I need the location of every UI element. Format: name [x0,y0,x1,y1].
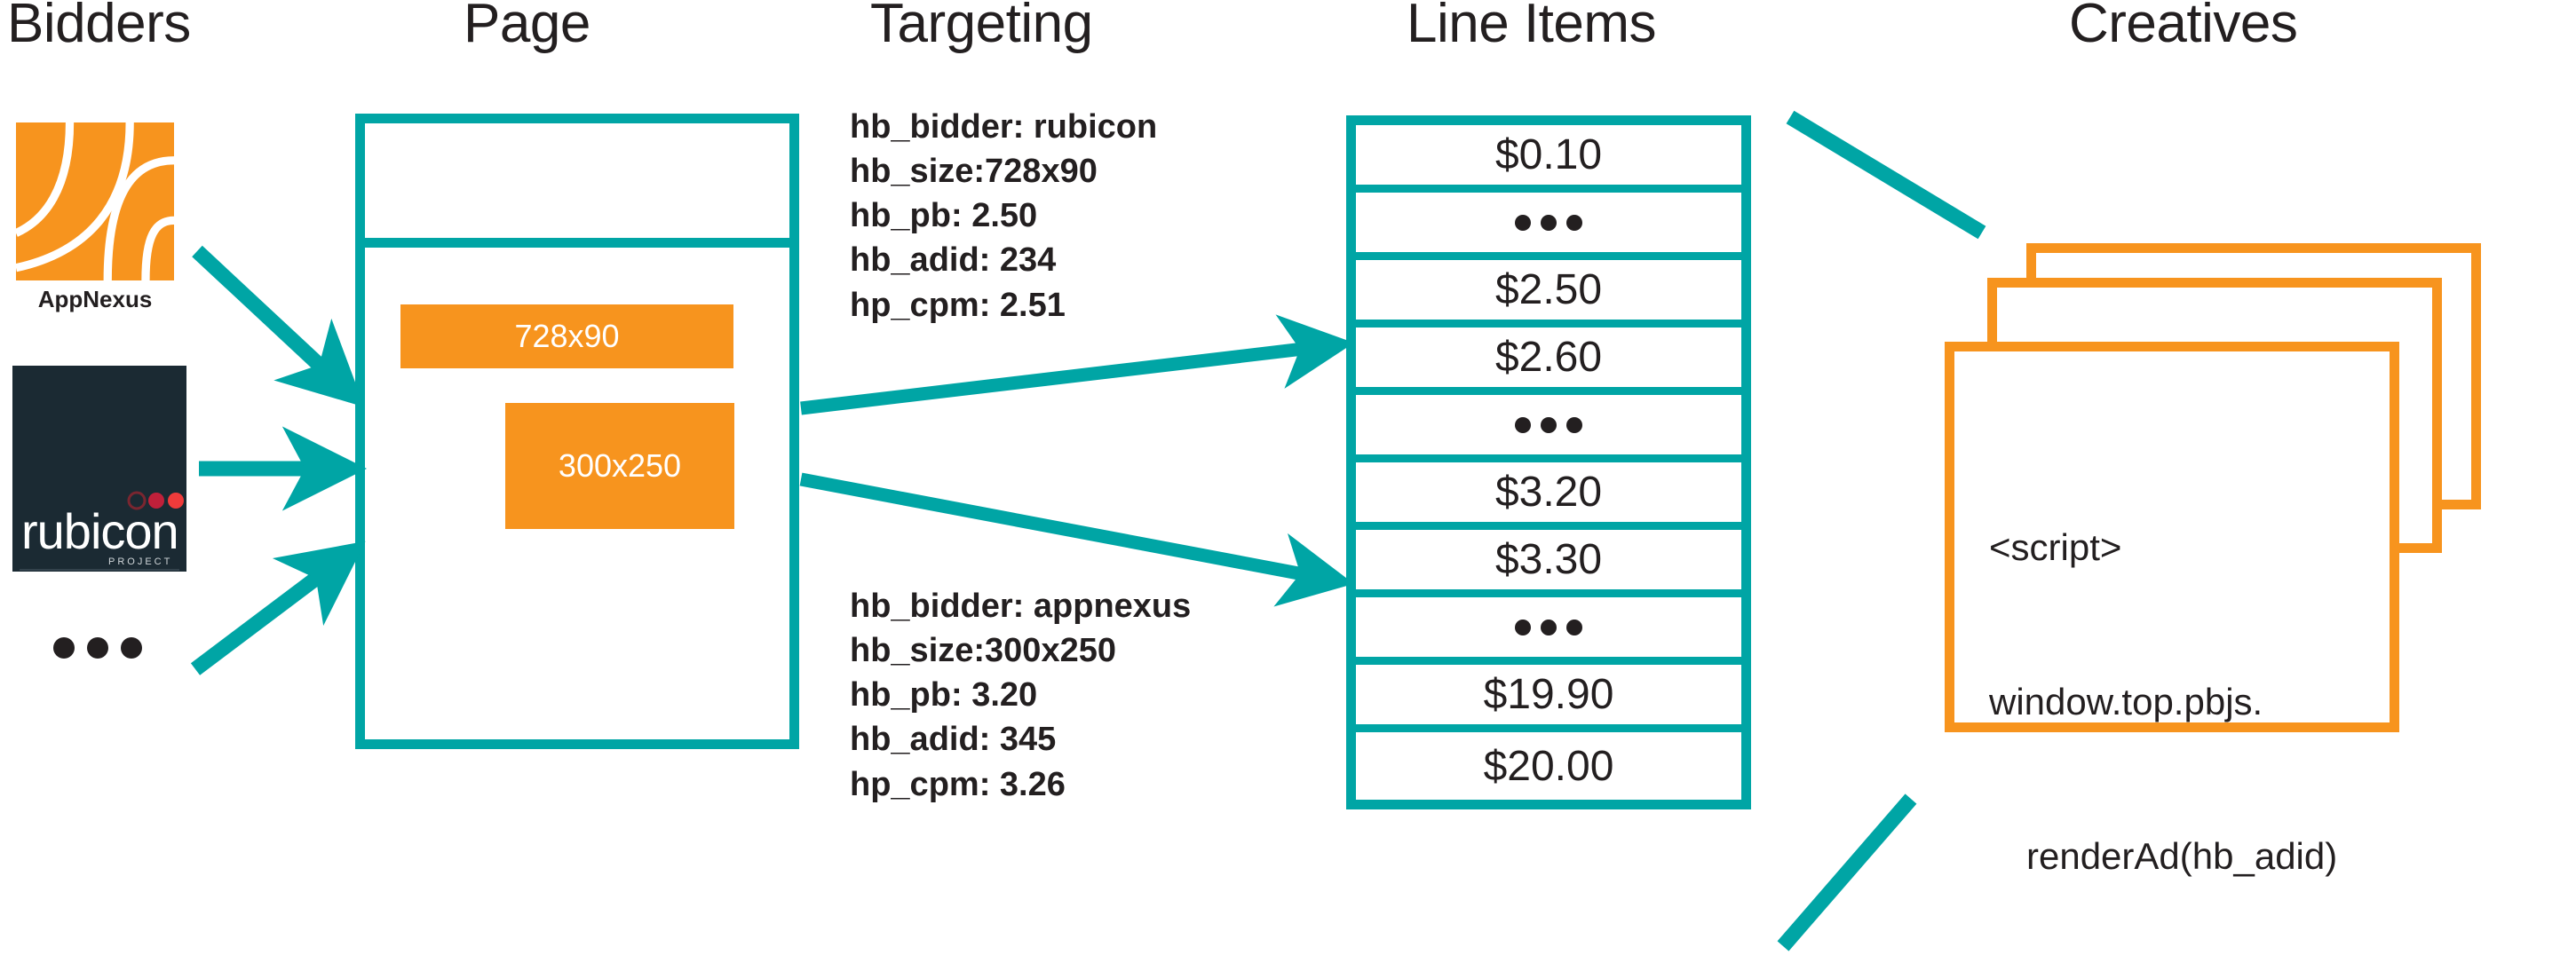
column-title-targeting: Targeting [870,0,1093,54]
appnexus-logo [14,122,175,281]
targeting-line: hb_adid: 234 [850,241,1057,280]
column-title-creatives: Creatives [2069,0,2298,54]
column-title-bidders: Bidders [7,0,191,54]
line-item-row[interactable]: $19.90 [1356,665,1741,732]
creative-card-front[interactable] [1945,342,2399,732]
line-item-row[interactable]: $20.00 [1483,742,1614,790]
creative-snippet: <script> window.top.pbjs. renderAd(hb_ad… [1989,419,2337,963]
ad-slot-728x90[interactable]: 728x90 [400,304,733,368]
page-header-band [365,123,789,248]
connector-line-items-to-creatives-bottom [1777,793,1917,951]
creative-code-line: renderAd(hb_adid) [2026,834,2338,877]
targeting-line: hb_pb: 3.20 [850,676,1038,714]
targeting-line: hb_pb: 2.50 [850,197,1038,235]
creative-code-line: window.top.pbjs. [1989,680,2263,722]
arrow-page-to-line-item-250 [800,314,1354,415]
column-title-page: Page [464,0,590,54]
creative-code-line: <script> [1989,525,2122,568]
targeting-line: hb_size:300x250 [850,632,1116,670]
line-item-row[interactable]: $0.10 [1356,125,1741,193]
line-item-row[interactable]: $3.30 [1356,530,1741,597]
targeting-line: hp_cpm: 2.51 [850,286,1066,324]
line-item-row[interactable]: $3.20 [1356,462,1741,530]
line-item-row[interactable]: $2.50 [1356,260,1741,328]
line-item-row[interactable]: $2.60 [1356,328,1741,395]
ad-slot-300x250[interactable]: 300x250 [505,403,734,529]
targeting-line: hb_bidder: appnexus [850,588,1192,625]
bidders-more-ellipsis-icon [53,637,142,659]
targeting-appnexus: hb_bidder: appnexus hb_size:300x250 hb_p… [850,584,1191,807]
targeting-line: hb_size:728x90 [850,153,1098,191]
column-title-line-items: Line Items [1407,0,1657,54]
svg-text:rubicon: rubicon [21,503,178,559]
rubicon-project-logo: rubicon PROJECT [12,366,186,572]
targeting-line: hp_cpm: 3.26 [850,765,1066,803]
arrow-appnexus-to-page [192,245,365,407]
connector-line-items-to-creatives-top [1786,110,1986,240]
arrow-page-to-line-item-320 [799,472,1354,607]
line-item-row-ellipsis [1356,395,1741,462]
line-item-row-ellipsis [1356,597,1741,665]
targeting-rubicon: hb_bidder: rubicon hb_size:728x90 hb_pb:… [850,105,1157,328]
line-item-row-ellipsis [1356,193,1741,260]
page-frame: 728x90 300x250 [355,114,799,749]
appnexus-label: AppNexus [37,286,153,312]
targeting-line: hb_adid: 345 [850,721,1057,759]
arrow-more-bidders-to-page [190,541,366,675]
svg-text:PROJECT: PROJECT [108,556,172,567]
targeting-line: hb_bidder: rubicon [850,108,1158,146]
line-items-table: $0.10 $2.50 $2.60 $3.20 $3.30 $19.90 $20… [1346,115,1751,809]
